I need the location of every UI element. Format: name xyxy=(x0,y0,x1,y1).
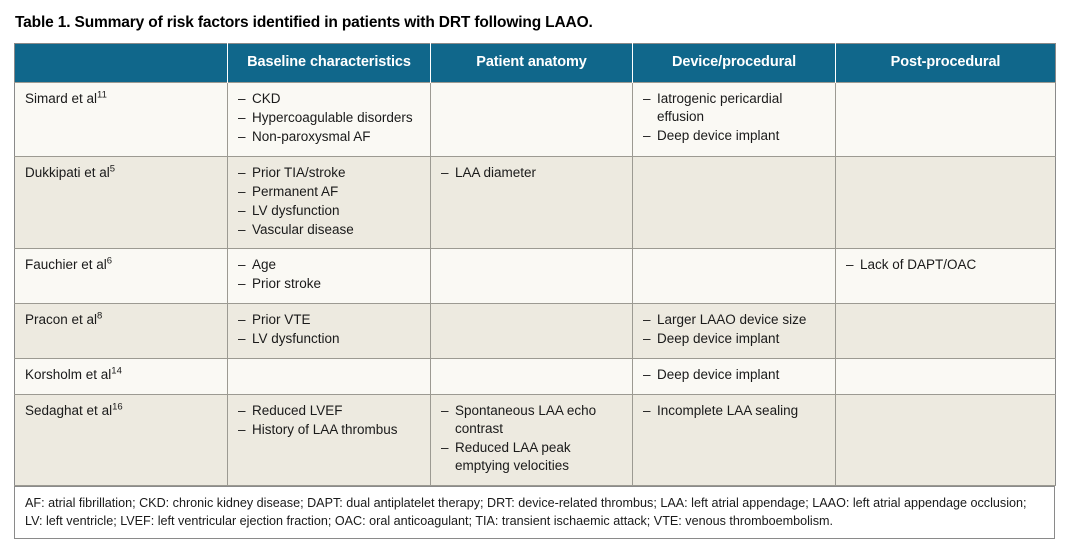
post-cell xyxy=(835,394,1056,487)
anatomy-cell xyxy=(430,248,633,305)
risk-factor-list: Incomplete LAA sealing xyxy=(643,402,827,420)
table-caption: Table 1. Summary of risk factors identif… xyxy=(15,14,593,31)
study-cell: Sedaghat et al16 xyxy=(14,394,228,487)
post-cell xyxy=(835,358,1056,396)
reference-superscript: 6 xyxy=(106,255,113,267)
study-label: Korsholm et al14 xyxy=(25,365,122,383)
post-cell xyxy=(835,81,1056,157)
anatomy-cell: Spontaneous LAA echo contrastReduced LAA… xyxy=(430,394,633,487)
table-row: Fauchier et al6 AgePrior stroke Lack of DA… xyxy=(14,248,1056,305)
risk-factor-item: Deep device implant xyxy=(643,330,827,348)
table-row: Korsholm et al14 Deep device implant xyxy=(14,358,1056,396)
risk-factor-item: Age xyxy=(238,256,422,274)
baseline-cell: Prior TIA/strokePermanent AFLV dysfuncti… xyxy=(227,155,431,250)
anatomy-cell xyxy=(430,81,633,157)
baseline-cell: CKDHypercoagulable disordersNon-paroxysm… xyxy=(227,81,431,157)
post-cell xyxy=(835,155,1056,250)
study-cell: Simard et al11 xyxy=(14,81,228,157)
risk-factor-item: Reduced LAA peak emptying velocities xyxy=(441,439,624,475)
risk-factor-list: Prior TIA/strokePermanent AFLV dysfuncti… xyxy=(238,164,422,239)
reference-superscript: 5 xyxy=(109,163,116,175)
baseline-cell: Reduced LVEFHistory of LAA thrombus xyxy=(227,394,431,487)
reference-superscript: 8 xyxy=(97,310,103,322)
risk-factor-item: Vascular disease xyxy=(238,221,422,239)
risk-factor-item: History of LAA thrombus xyxy=(238,421,422,439)
risk-factor-item: Incomplete LAA sealing xyxy=(643,402,827,420)
risk-factor-item: Prior VTE xyxy=(238,311,422,329)
table-row: Dukkipati et al5 Prior TIA/strokePermanen… xyxy=(14,155,1056,250)
device-cell xyxy=(632,248,836,305)
study-cell: Korsholm et al14 xyxy=(14,358,228,396)
risk-factor-item: Prior TIA/stroke xyxy=(238,164,422,182)
reference-superscript: 16 xyxy=(112,401,123,413)
anatomy-cell: LAA diameter xyxy=(430,155,633,250)
table-footnote: AF: atrial fibrillation; CKD: chronic ki… xyxy=(14,486,1055,539)
column-header-baseline: Baseline characteristics xyxy=(227,43,431,83)
risk-factor-item: Non-paroxysmal AF xyxy=(238,128,422,146)
risk-factor-list: Deep device implant xyxy=(643,366,827,384)
study-label: Simard et al11 xyxy=(25,89,107,106)
column-header-study xyxy=(14,43,228,83)
column-header-anatomy: Patient anatomy xyxy=(430,43,633,83)
device-cell xyxy=(632,155,836,250)
study-label: Fauchier et al6 xyxy=(25,255,113,273)
risk-factor-item: CKD xyxy=(238,90,422,108)
risk-factor-item: Deep device implant xyxy=(643,127,827,145)
device-cell: Iatrogenic pericardial effusionDeep devi… xyxy=(632,81,836,157)
risk-factor-item: Iatrogenic pericardial effusion xyxy=(643,90,827,126)
reference-superscript: 14 xyxy=(111,365,122,377)
risk-factor-item: Larger LAAO device size xyxy=(643,311,827,329)
risk-factor-list: Iatrogenic pericardial effusionDeep devi… xyxy=(643,90,827,145)
risk-factor-list: AgePrior stroke xyxy=(238,256,422,293)
risk-factor-list: Larger LAAO device sizeDeep device impla… xyxy=(643,311,827,348)
device-cell: Larger LAAO device sizeDeep device impla… xyxy=(632,303,836,360)
study-label: Pracon et al8 xyxy=(25,310,103,328)
risk-factor-item: Deep device implant xyxy=(643,366,827,384)
baseline-cell xyxy=(227,358,431,396)
table-header: Baseline characteristics Patient anatomy… xyxy=(14,43,1056,83)
risk-factor-list: CKDHypercoagulable disordersNon-paroxysm… xyxy=(238,90,422,146)
table-row: Pracon et al8 Prior VTELV dysfunction Larg… xyxy=(14,303,1056,360)
study-label: Dukkipati et al5 xyxy=(25,163,116,180)
table-row: Simard et al11 CKDHypercoagulable disorde… xyxy=(14,81,1056,157)
table-body: Simard et al11 CKDHypercoagulable disorde… xyxy=(14,81,1056,487)
risk-factor-item: LV dysfunction xyxy=(238,330,422,348)
column-header-post: Post-procedural xyxy=(835,43,1056,83)
study-cell: Dukkipati et al5 xyxy=(14,155,228,250)
anatomy-cell xyxy=(430,358,633,396)
risk-factor-item: LV dysfunction xyxy=(238,202,422,220)
risk-factor-list: Prior VTELV dysfunction xyxy=(238,311,422,348)
risk-factor-item: Hypercoagulable disorders xyxy=(238,109,422,127)
table-header-row: Baseline characteristics Patient anatomy… xyxy=(14,43,1056,83)
baseline-cell: Prior VTELV dysfunction xyxy=(227,303,431,360)
study-cell: Pracon et al8 xyxy=(14,303,228,360)
risk-factors-table: Baseline characteristics Patient anatomy… xyxy=(14,42,1056,487)
risk-factor-item: Spontaneous LAA echo contrast xyxy=(441,402,624,438)
table-row: Sedaghat et al16 Reduced LVEFHistory of L… xyxy=(14,394,1056,487)
post-cell xyxy=(835,303,1056,360)
risk-factor-item: Lack of DAPT/OAC xyxy=(846,256,1047,274)
post-cell: Lack of DAPT/OAC xyxy=(835,248,1056,305)
device-cell: Incomplete LAA sealing xyxy=(632,394,836,487)
risk-factor-item: Prior stroke xyxy=(238,275,422,293)
risk-factor-item: Reduced LVEF xyxy=(238,402,422,420)
device-cell: Deep device implant xyxy=(632,358,836,396)
risk-factor-list: Reduced LVEFHistory of LAA thrombus xyxy=(238,402,422,439)
study-label: Sedaghat et al16 xyxy=(25,401,123,419)
risk-factor-list: Lack of DAPT/OAC xyxy=(846,256,1047,274)
risk-factor-item: LAA diameter xyxy=(441,164,624,182)
column-header-device: Device/procedural xyxy=(632,43,836,83)
reference-superscript: 11 xyxy=(97,89,107,101)
study-cell: Fauchier et al6 xyxy=(14,248,228,305)
risk-factor-list: LAA diameter xyxy=(441,164,624,182)
risk-factor-item: Permanent AF xyxy=(238,183,422,201)
anatomy-cell xyxy=(430,303,633,360)
risk-factor-list: Spontaneous LAA echo contrastReduced LAA… xyxy=(441,402,624,475)
baseline-cell: AgePrior stroke xyxy=(227,248,431,305)
